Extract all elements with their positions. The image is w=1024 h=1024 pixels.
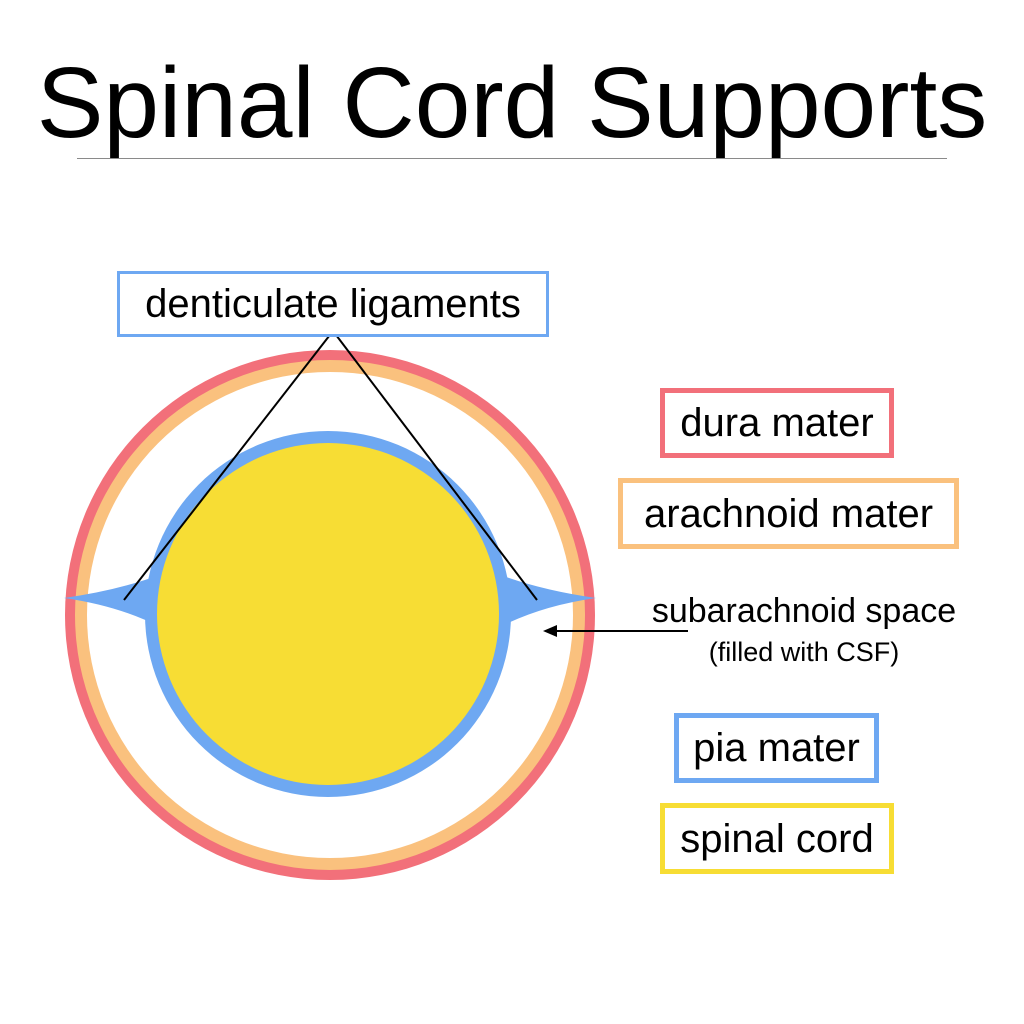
subarachnoid-arrow-head — [543, 625, 557, 637]
label-pia-mater-text: pia mater — [693, 726, 860, 770]
label-dura-mater-text: dura mater — [680, 401, 874, 445]
label-arachnoid-mater: arachnoid mater — [618, 478, 959, 549]
label-subarachnoid-space: subarachnoid space (filled with CSF) — [614, 590, 994, 670]
title-divider — [77, 158, 947, 159]
label-denticulate-ligaments: denticulate ligaments — [117, 271, 549, 337]
label-arachnoid-mater-text: arachnoid mater — [643, 491, 934, 536]
label-denticulate-ligaments-text: denticulate ligaments — [145, 282, 521, 326]
label-subarachnoid-space-title: subarachnoid space — [651, 592, 957, 630]
pointer-line-denticulate-right — [332, 330, 538, 601]
label-dura-mater: dura mater — [660, 388, 894, 458]
label-spinal-cord: spinal cord — [660, 803, 894, 874]
denticulate-ligament-left — [64, 574, 162, 628]
denticulate-ligament-right — [498, 574, 596, 628]
spinal-cord-core — [157, 443, 499, 785]
label-pia-mater: pia mater — [674, 713, 879, 783]
page-title: Spinal Cord Supports — [36, 47, 988, 159]
pointer-line-denticulate-left — [123, 330, 334, 601]
label-subarachnoid-space-note: (filled with CSF) — [708, 637, 900, 667]
label-spinal-cord-text: spinal cord — [680, 816, 874, 861]
